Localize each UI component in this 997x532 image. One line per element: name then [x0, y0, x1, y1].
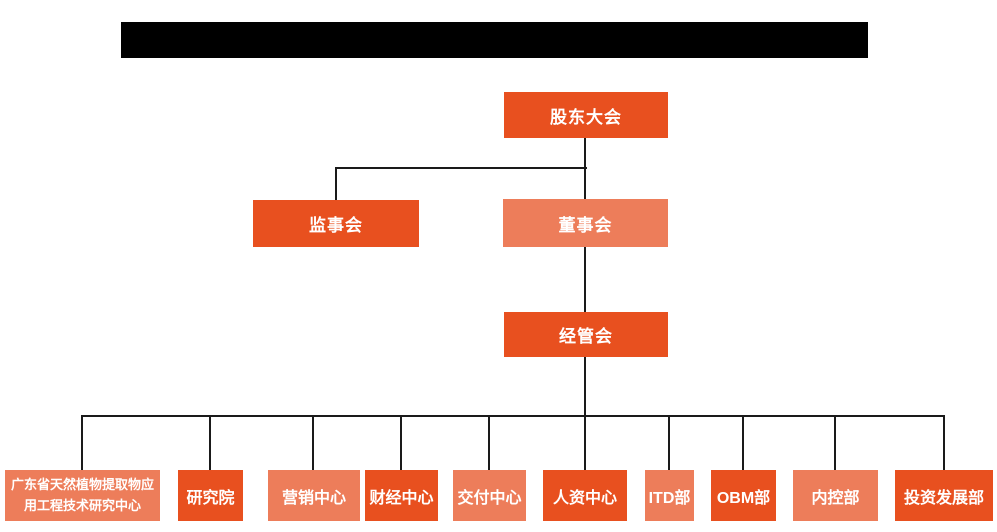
connector-board-to-mgmt — [584, 247, 586, 312]
org-node-guangdong-research-center: 广东省天然植物提取物应用工程技术研究中心 — [5, 470, 160, 521]
org-node-research-institute: 研究院 — [178, 470, 243, 521]
connector-drop-supervisory — [335, 167, 337, 200]
connector-drop-dept-10 — [943, 415, 945, 470]
connector-drop-dept-7 — [668, 415, 670, 470]
redacted-title-bar — [121, 22, 868, 58]
org-node-shareholders-meeting: 股东大会 — [504, 92, 668, 138]
connector-drop-dept-2 — [209, 415, 211, 470]
connector-drop-dept-5 — [488, 415, 490, 470]
connector-drop-dept-3 — [312, 415, 314, 470]
org-node-investment-development-department: 投资发展部 — [895, 470, 993, 521]
org-node-supervisory-board: 监事会 — [253, 200, 419, 247]
connector-horizontal-departments — [82, 415, 945, 417]
connector-drop-dept-9 — [834, 415, 836, 470]
connector-drop-dept-4 — [400, 415, 402, 470]
org-node-itd-department: ITD部 — [645, 470, 694, 521]
connector-horizontal-level2 — [335, 167, 587, 169]
org-node-management-committee: 经管会 — [504, 312, 668, 357]
org-node-finance-center: 财经中心 — [365, 470, 438, 521]
org-node-obm-department: OBM部 — [711, 470, 776, 521]
connector-root-to-board — [584, 138, 586, 200]
org-node-internal-control-department: 内控部 — [793, 470, 878, 521]
org-node-board-of-directors: 董事会 — [503, 199, 668, 247]
org-node-hr-center: 人资中心 — [543, 470, 627, 521]
connector-mgmt-to-bus — [584, 357, 586, 417]
connector-drop-dept-8 — [742, 415, 744, 470]
connector-drop-dept-6 — [584, 415, 586, 470]
org-node-marketing-center: 营销中心 — [268, 470, 360, 521]
org-node-delivery-center: 交付中心 — [453, 470, 526, 521]
connector-drop-dept-1 — [81, 415, 83, 470]
